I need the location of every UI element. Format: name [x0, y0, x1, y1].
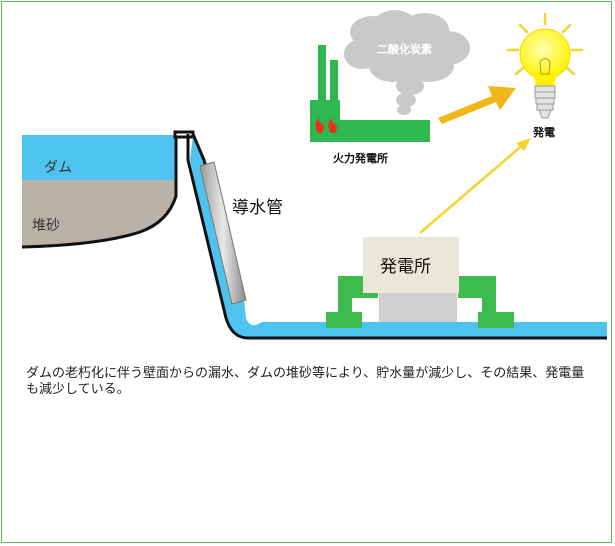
- station-pipe-left-foot: [326, 312, 362, 328]
- reservoir-water: [22, 135, 176, 180]
- co2-label: 二酸化炭素: [377, 42, 432, 56]
- co2-cloud: [344, 10, 470, 115]
- downstream-water: [190, 134, 607, 338]
- penstock-label: 導水管: [232, 198, 283, 218]
- dam-crest: [173, 130, 195, 139]
- light-bulb-icon: [506, 12, 584, 119]
- penstock-pipe: [199, 161, 247, 305]
- generation-label: 発電: [532, 125, 555, 139]
- sediment-layer: [22, 180, 176, 247]
- fire-icon: [315, 118, 337, 133]
- station-pipe-right-foot: [478, 312, 514, 328]
- caption-text: ダムの老朽化に伴う壁面からの漏水、ダムの堆砂等により、貯水量が減少し、その結果、…: [26, 366, 585, 397]
- chimney-2: [330, 60, 338, 100]
- dam-label: ダム: [44, 160, 72, 176]
- thermal-to-bulb-arrow: [438, 86, 516, 124]
- ground-line: [186, 134, 607, 340]
- turbine-block: [379, 292, 457, 322]
- chimney-1: [318, 45, 326, 100]
- thermal-plant-label: 火力発電所: [333, 151, 388, 165]
- power-station-building: [363, 237, 459, 293]
- thermal-plant-building: [310, 100, 430, 142]
- sediment-label: 堆砂: [32, 218, 60, 234]
- power-station-label: 発電所: [380, 257, 431, 277]
- reservoir-bed-line: [21, 135, 178, 249]
- station-arrow-head: [516, 138, 531, 151]
- station-pipe-right: [458, 276, 496, 318]
- station-to-bulb-arrow: [419, 142, 526, 234]
